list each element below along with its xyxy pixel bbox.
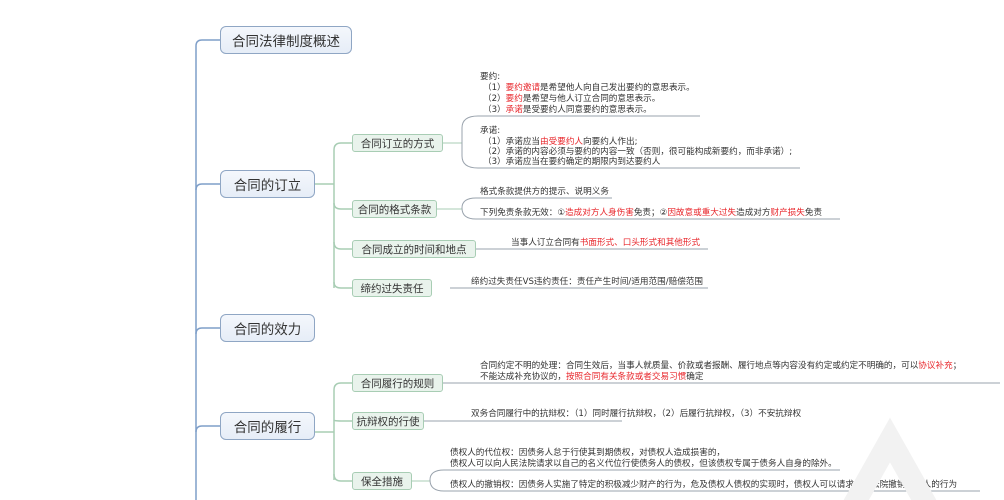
line-prefix: （3） (483, 105, 506, 115)
time-place-text: 当事人订立合同有书面形式、口头形式和其他形式 (511, 238, 700, 249)
node-label: 合同履行的规则 (360, 377, 435, 390)
acceptance-line-2: （2）承诺的内容必须与要约的内容一致（否则，很可能构成新要约，而非承诺）; (483, 147, 793, 157)
line-text: 是受要约人同意要约的意思表示。 (522, 105, 652, 115)
standard-terms-duty: 格式条款提供方的提示、说明义务 (480, 187, 609, 197)
line-text: 免责 (804, 208, 823, 218)
offer-line-1: （1）要约邀请是希望他人向自己发出要约的意思表示。 (483, 83, 695, 94)
node-preservation-measures[interactable]: 保全措施 (352, 472, 412, 490)
line-text: 下列免责条款无效：① (480, 208, 566, 218)
line-text: 合同约定不明的处理：合同生效后，当事人就质量、价款或者报酬、履行地点等内容没有约… (480, 361, 919, 371)
node-label: 保全措施 (361, 475, 403, 488)
rules-line-1: 合同约定不明的处理：合同生效后，当事人就质量、价款或者报酬、履行地点等内容没有约… (480, 361, 961, 372)
node-standard-terms[interactable]: 合同的格式条款 (352, 200, 437, 218)
highlight-term: 由受要约人 (540, 137, 584, 147)
highlight-term: 承诺 (505, 105, 523, 115)
highlight-term: 书面形式、口头形式和其他形式 (579, 238, 701, 248)
line-text: 当事人订立合同有 (511, 238, 580, 248)
node-label: 合同的格式条款 (357, 203, 432, 216)
rules-line-2: 不能达成补充协议的，按照合同有关条款或者交易习惯确定 (480, 372, 703, 383)
node-contract-law-overview[interactable]: 合同法律制度概述 (220, 26, 352, 54)
acceptance-line-3: （3）承诺应当在要约确定的期限内到达要约人 (483, 157, 661, 167)
node-label: 抗辩权的行使 (356, 415, 420, 428)
highlight-term: 按照合同有关条款或者交易习惯 (565, 372, 687, 382)
node-contract-formation[interactable]: 合同的订立 (220, 170, 315, 198)
acceptance-title: 承诺: (480, 126, 501, 136)
line-text: （1）承诺应当 (483, 137, 541, 147)
node-contract-validity[interactable]: 合同的效力 (220, 314, 315, 342)
line-text: 是希望他人向自己发出要约的意思表示。 (540, 83, 695, 93)
node-contract-performance[interactable]: 合同的履行 (220, 412, 315, 440)
line-text: 是希望与他人订立合同的意思表示。 (522, 94, 661, 104)
highlight-term: 因故意或重大过失 (667, 208, 737, 218)
node-label: 合同成立的时间和地点 (361, 243, 467, 256)
node-formation-method[interactable]: 合同订立的方式 (352, 134, 443, 152)
line-text: 免责；② (633, 208, 668, 218)
standard-terms-invalid-clauses: 下列免责条款无效：①造成对方人身伤害免责；②因故意或重大过失造成对方财产损失免责 (480, 208, 822, 219)
node-label: 缔约过失责任 (360, 282, 424, 295)
node-defense-rights[interactable]: 抗辩权的行使 (352, 412, 424, 430)
node-performance-rules[interactable]: 合同履行的规则 (352, 374, 443, 392)
node-label: 合同的履行 (233, 420, 302, 436)
line-prefix: （1） (483, 83, 506, 93)
revocation-text: 债权人的撤销权：因债务人实施了特定的积极减少财产的行为，危及债权人债权的实现时，… (450, 480, 958, 490)
subrogation-line-2: 债权人可以向人民法院请求以自己的名义代位行使债务人的债权，但该债权专属于债务人自… (450, 459, 837, 469)
node-label: 合同法律制度概述 (232, 34, 340, 50)
highlight-term: 要约 (505, 94, 523, 104)
node-culpa-in-contrahendo[interactable]: 缔约过失责任 (352, 279, 432, 297)
offer-line-3: （3）承诺是受要约人同意要约的意思表示。 (483, 105, 652, 116)
acceptance-line-1: （1）承诺应当由受要约人向要约人作出; (483, 137, 637, 148)
node-label: 合同的订立 (233, 178, 302, 194)
node-label: 合同订立的方式 (360, 137, 435, 150)
subrogation-line-1: 债权人的代位权：因债务人怠于行使其到期债权，对债权人造成损害的， (450, 448, 726, 458)
line-text: 造成对方 (736, 208, 771, 218)
culpa-text: 缔约过失责任VS违约责任：责任产生时间/适用范围/赔偿范围 (471, 277, 703, 287)
node-label: 合同的效力 (233, 322, 302, 338)
highlight-term: 协议补充 (918, 361, 953, 371)
node-time-place[interactable]: 合同成立的时间和地点 (352, 240, 476, 258)
highlight-term: 要约邀请 (505, 83, 541, 93)
defense-text: 双务合同履行中的抗辩权：（1）同时履行抗辩权，（2）后履行抗辩权，（3）不安抗辩… (471, 409, 802, 419)
highlight-term: 财产损失 (770, 208, 805, 218)
line-text: 确定 (686, 372, 704, 382)
line-prefix: （2） (483, 94, 506, 104)
highlight-term: 造成对方人身伤害 (565, 208, 634, 218)
offer-title: 要约: (480, 72, 501, 82)
line-text: 向要约人作出; (583, 137, 638, 147)
line-text: 不能达成补充协议的， (480, 372, 566, 382)
offer-line-2: （2）要约是希望与他人订立合同的意思表示。 (483, 94, 660, 105)
line-text: ； (952, 361, 962, 371)
